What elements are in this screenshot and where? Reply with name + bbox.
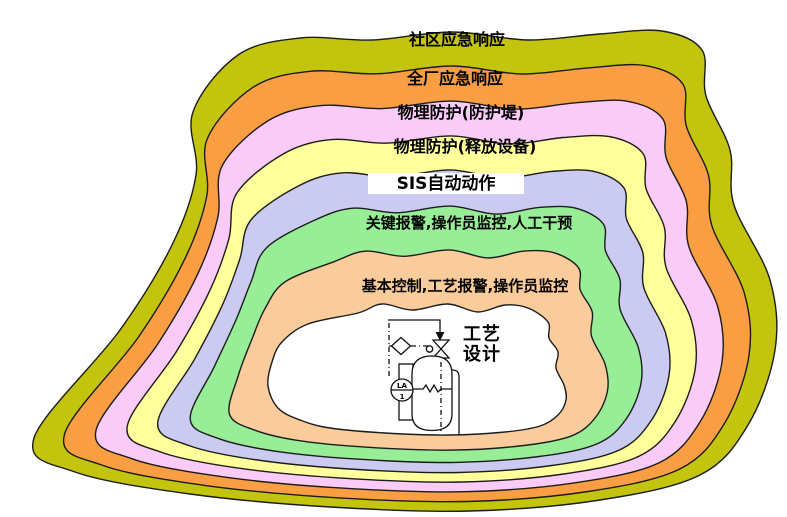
- logic-diamond-icon: [390, 336, 412, 356]
- process-design-sketch: LA 1: [388, 319, 460, 434]
- label-critical-alarm-operator: 关键报警,操作员监控,人工干预: [366, 214, 572, 232]
- label-physical-protection-relief: 物理防护(释放设备): [394, 137, 537, 156]
- feed-pipe: [388, 319, 441, 333]
- core-title-line2: 设计: [463, 343, 501, 365]
- label-sis-automatic-action: SIS自动动作: [397, 173, 496, 194]
- process-vessel: [411, 355, 453, 432]
- label-community-emergency: 社区应急响应: [408, 30, 505, 49]
- flow-arrow-icon: [435, 332, 445, 341]
- label-plant-emergency: 全厂应急响应: [406, 69, 503, 88]
- control-valve-top-icon: [431, 339, 451, 350]
- label-physical-protection-dike: 物理防护(防护堤): [398, 103, 525, 122]
- valve-actuator-icon: [425, 345, 434, 353]
- label-basic-control-alarm: 基本控制,工艺报警,操作员监控: [361, 277, 568, 295]
- instrument-tag-bottom: 1: [400, 393, 405, 401]
- instrument-tag-top: LA: [397, 382, 407, 390]
- core-title-line1: 工艺: [463, 323, 501, 345]
- outlet-pipe: [451, 369, 460, 434]
- sis-label-backdrop: [368, 173, 524, 194]
